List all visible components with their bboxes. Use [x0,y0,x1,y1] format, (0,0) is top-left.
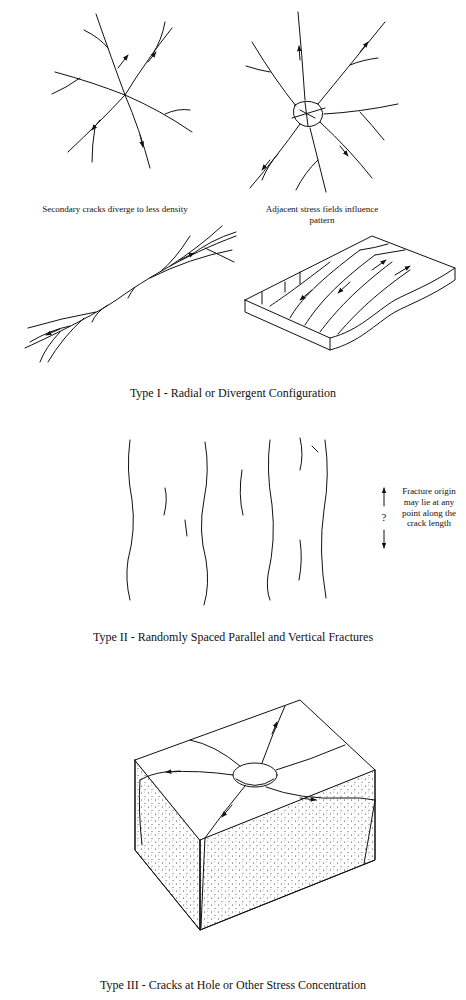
side-note: Fracture origin may lie at any point alo… [396,486,462,529]
type-caption: Type II - Randomly Spaced Parallel and V… [10,630,456,644]
adjacent-crack-pattern [246,12,398,192]
plate-with-hole [135,700,375,930]
sub-caption: Secondary cracks diverge to less density [36,204,194,215]
sub-caption: Adjacent stress fields influence pattern [258,204,386,226]
radial-crack-pattern [52,14,192,168]
type-caption: Type I - Radial or Divergent Configurati… [20,386,446,400]
parallel-fractures [127,438,384,605]
slab-with-cracks [245,236,455,350]
question-mark: ? [377,511,391,524]
branching-crack [25,226,236,362]
type-caption: Type III - Cracks at Hole or Other Stres… [10,978,456,992]
